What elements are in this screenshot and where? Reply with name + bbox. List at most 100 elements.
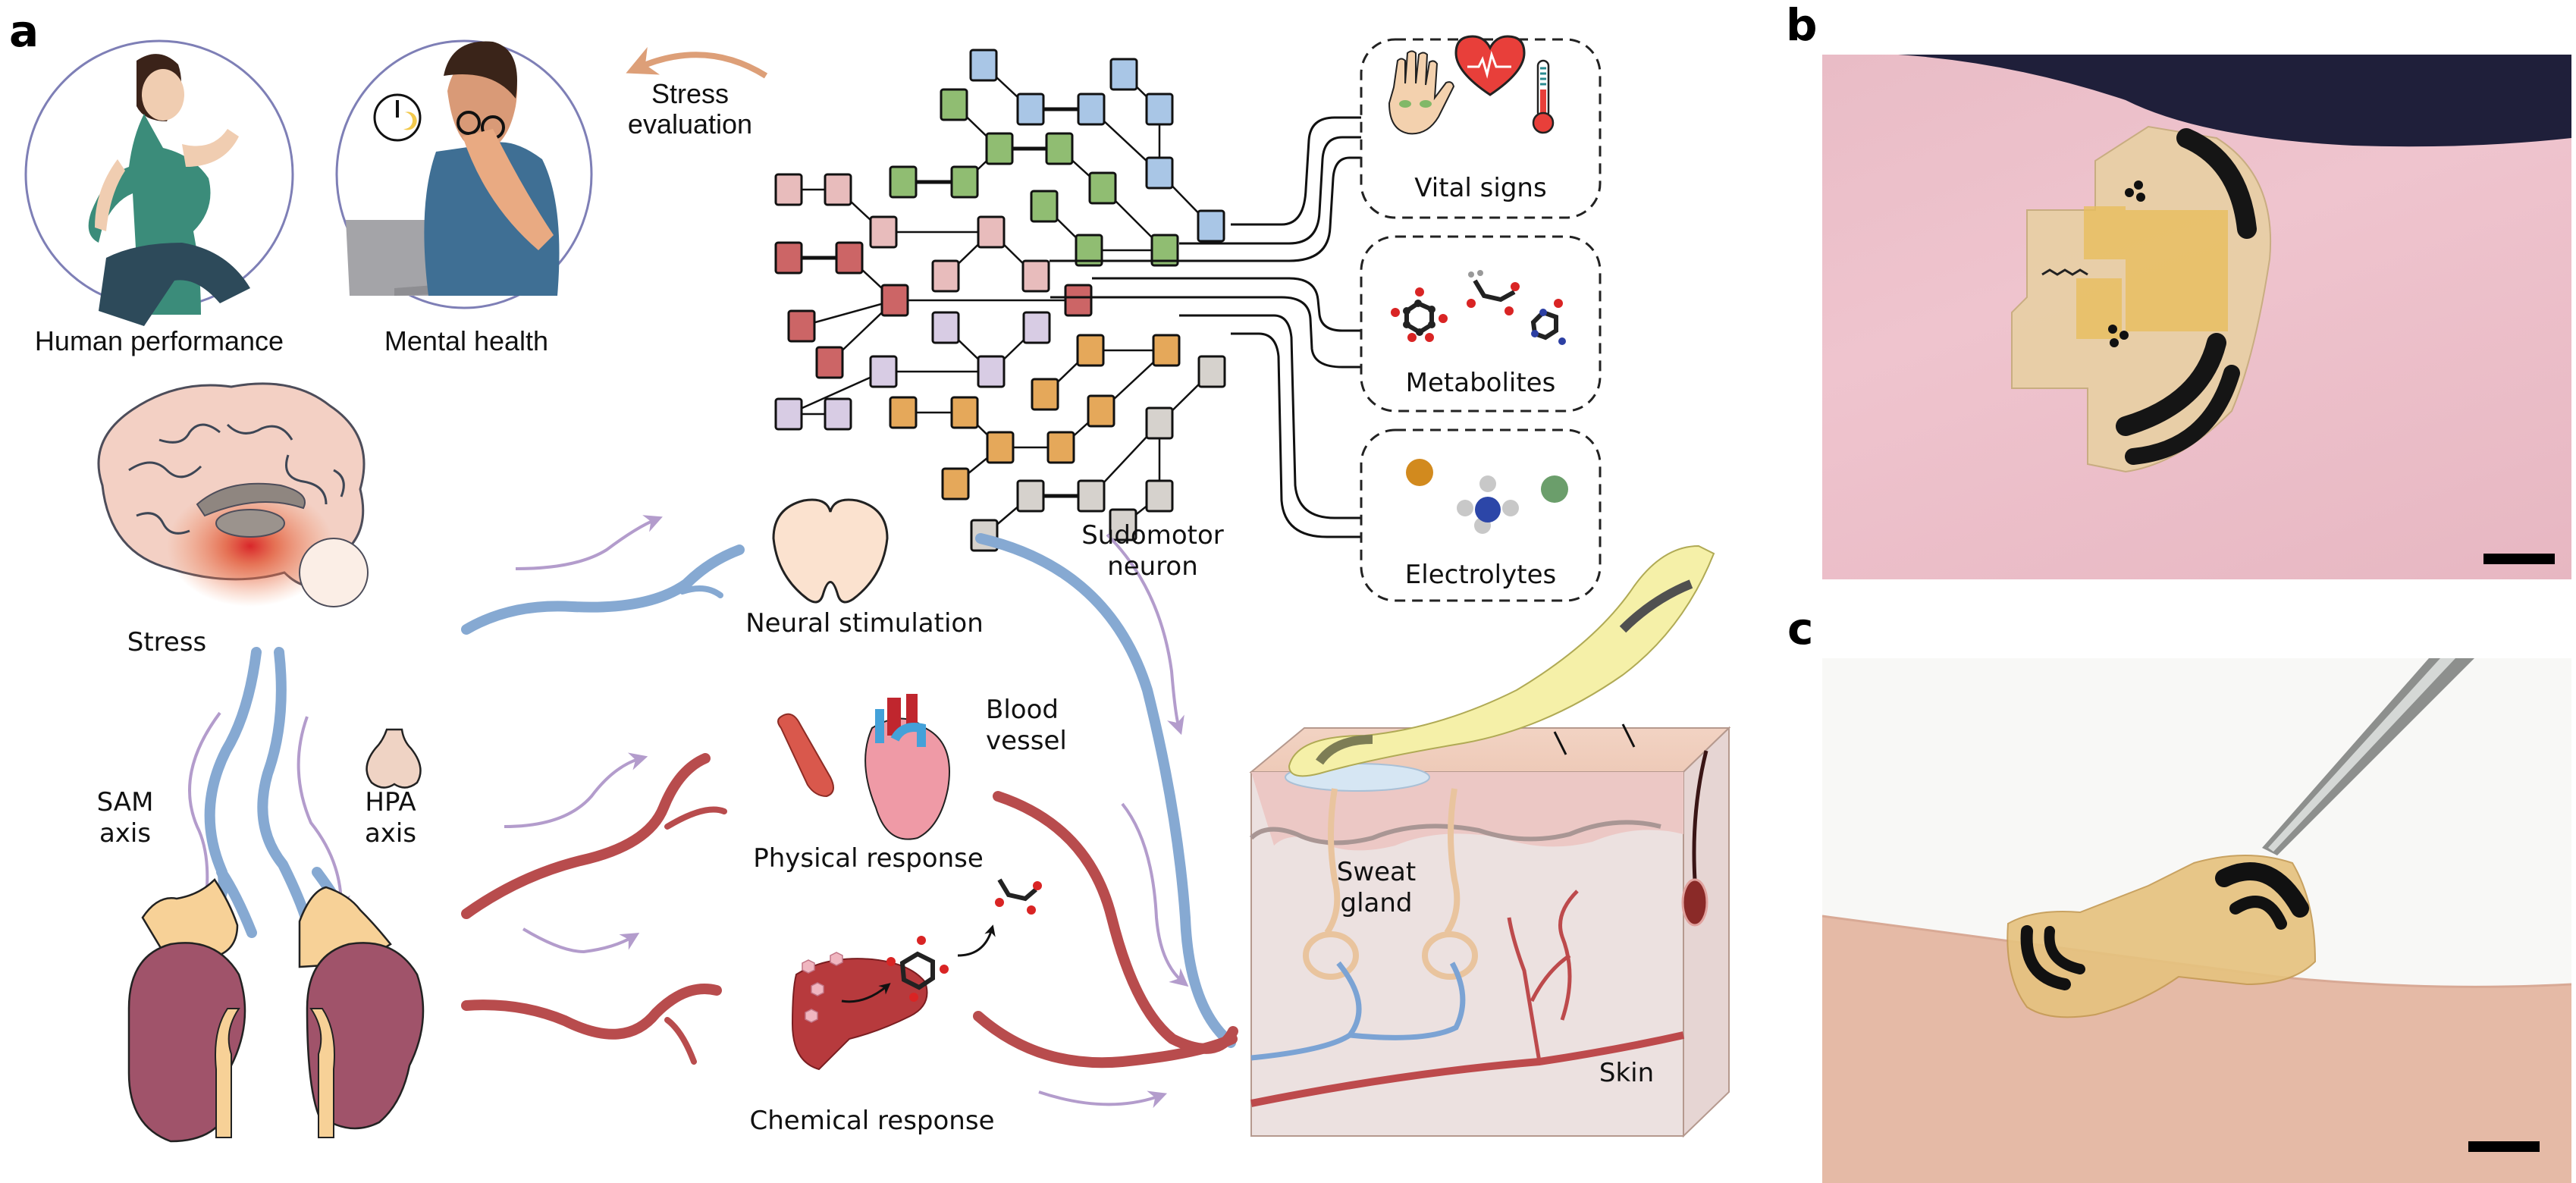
uric-acid-molecule-icon <box>1530 299 1566 345</box>
network-node-blue <box>1077 93 1106 126</box>
network-node-orange <box>986 431 1015 464</box>
stress-evaluation-line-1: Stress <box>651 78 730 109</box>
glucose-molecule-icon <box>1391 287 1448 342</box>
network-node-gray <box>1145 406 1174 440</box>
stress-label: Stress <box>127 627 207 657</box>
panel-b-photo <box>1822 55 2571 579</box>
network-node-lavender <box>977 355 1006 388</box>
axis-flow-arrows <box>188 711 350 918</box>
network-connectors <box>1050 116 1365 538</box>
human-performance-label: Human performance <box>34 325 284 356</box>
network-node-blue <box>1145 156 1174 190</box>
ion-green-icon <box>1541 475 1568 503</box>
network-node-pink <box>931 259 960 293</box>
network-node-green <box>940 88 968 121</box>
electrolytes-label: Electrolytes <box>1404 560 1557 590</box>
ammonium-molecule-icon <box>1457 475 1519 534</box>
network-node-red <box>815 346 844 379</box>
wearable-patch-illustration <box>1288 544 1715 777</box>
blood-vessel-label: Blood vessel <box>986 695 1092 757</box>
network-node-lavender <box>931 311 960 344</box>
pituitary-gland-icon <box>366 728 422 789</box>
panel-label-a: a <box>9 5 39 57</box>
vital-signs-box <box>1360 35 1602 219</box>
response-flow-arrows <box>504 515 663 954</box>
network-node-green <box>1075 234 1103 267</box>
sam-axis-line-1: SAM <box>96 787 154 817</box>
response-pathways <box>461 544 745 1065</box>
metabolites-box <box>1360 235 1602 413</box>
network-node-orange <box>1152 334 1181 367</box>
scale-bar-c <box>2468 1141 2540 1152</box>
network-node-lavender <box>869 355 898 388</box>
skin-flow-arrows <box>1038 533 1189 1109</box>
sudomotor-and-vessel-paths <box>973 533 1238 1068</box>
network-node-pink <box>824 173 852 206</box>
network-node-green <box>1150 234 1179 267</box>
panel-label-b: b <box>1786 0 1818 51</box>
lactate-released-icon <box>995 878 1042 915</box>
network-node-lavender <box>1022 311 1051 344</box>
network-node-gray <box>1197 355 1226 388</box>
muscle-icon <box>777 713 834 798</box>
stress-evaluation-arrow <box>626 46 768 79</box>
sensor-patch-photo-c <box>1822 658 2571 1183</box>
network-node-orange <box>1046 431 1075 464</box>
mental-health-label: Mental health <box>384 325 549 356</box>
hpa-axis-line-2: axis <box>364 817 417 849</box>
sudomotor-neuron-label: Sudomotor neuron <box>1062 520 1244 582</box>
heart-icon <box>864 694 950 840</box>
network-node-red <box>1064 284 1093 317</box>
network-node-green <box>889 165 918 199</box>
skin-cross-section <box>1249 723 1731 1138</box>
sam-axis-line-2: axis <box>99 817 152 849</box>
hpa-axis-label: HPA axis <box>341 787 440 849</box>
network-node-orange <box>941 467 970 500</box>
chemical-response-label: Chemical response <box>749 1106 995 1136</box>
stress-evaluation-label: Stress evaluation <box>607 79 773 139</box>
network-node-blue <box>1016 93 1045 126</box>
network-node-lavender <box>774 397 803 431</box>
network-node-gray <box>1109 508 1137 541</box>
sudomotor-neuron-line-1: Sudomotor <box>1081 520 1224 551</box>
network-node-gray <box>1016 479 1045 513</box>
panel-c-photo <box>1822 658 2571 1183</box>
heart-rate-icon <box>1454 35 1526 96</box>
network-edge <box>788 370 884 416</box>
network-node-lavender <box>824 397 852 431</box>
network-node-orange <box>1076 334 1105 367</box>
kidneys-illustration <box>127 878 425 1143</box>
skin-label: Skin <box>1599 1058 1655 1088</box>
metabolites-label: Metabolites <box>1405 368 1556 398</box>
physical-response-label: Physical response <box>753 843 984 874</box>
brain-illustration <box>97 382 369 607</box>
network-node-orange <box>950 396 979 429</box>
sam-axis-label: SAM axis <box>76 787 174 849</box>
thermometer-icon <box>1532 59 1555 134</box>
network-node-pink <box>774 173 803 206</box>
network-node-orange <box>1031 378 1059 411</box>
network-node-blue <box>1109 58 1138 91</box>
network-node-gray <box>1145 479 1174 513</box>
scale-bar-b <box>2483 554 2555 564</box>
sensor-network-graph <box>774 49 1226 552</box>
sensor-patch-photo-b <box>1898 55 2571 473</box>
network-node-pink <box>869 215 898 249</box>
glucose-released-icon <box>886 924 996 1002</box>
blood-vessel-line-1: Blood <box>986 695 1059 725</box>
stress-evaluation-line-2: evaluation <box>627 108 753 140</box>
electrolytes-box <box>1360 428 1602 602</box>
network-edge <box>801 299 896 328</box>
network-node-pink <box>977 215 1006 249</box>
sudomotor-neuron-line-2: neuron <box>1107 551 1198 582</box>
network-node-blue <box>969 49 998 82</box>
spinal-cord-icon <box>772 498 889 604</box>
panel-label-c: c <box>1787 603 1814 654</box>
network-node-blue <box>1145 93 1174 126</box>
sweat-gland-line-2: gland <box>1340 887 1413 918</box>
network-node-red <box>774 241 803 275</box>
network-node-red <box>835 241 864 275</box>
vital-signs-label: Vital signs <box>1414 173 1547 203</box>
network-node-green <box>950 165 979 199</box>
